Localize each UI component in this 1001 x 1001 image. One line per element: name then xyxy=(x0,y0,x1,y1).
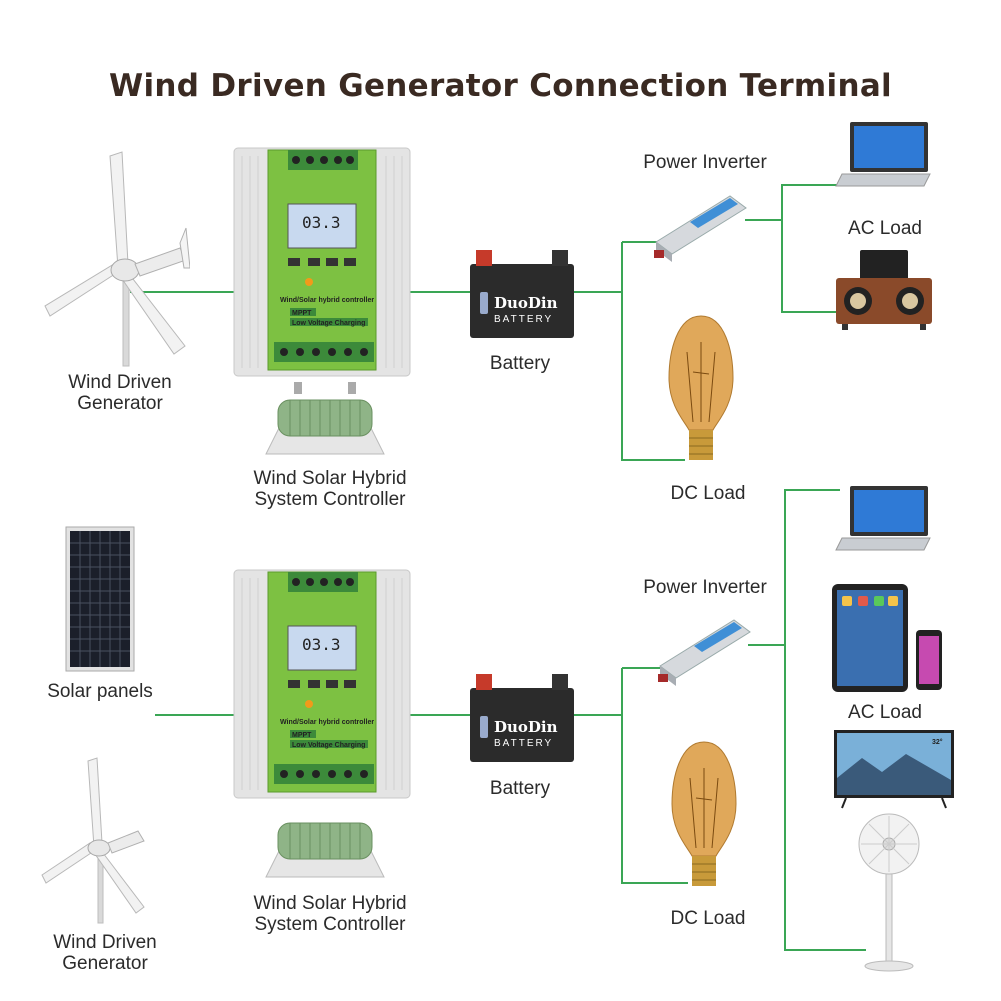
battery-label-top: Battery xyxy=(489,353,551,374)
battery-brand: DuoDin xyxy=(494,718,558,736)
controller-heading: Wind/Solar hybrid controller xyxy=(280,297,374,304)
battery-sub: BATTERY xyxy=(494,314,553,325)
dc-load-label-top: DC Load xyxy=(670,483,746,504)
hybrid-controller-image: 03.3 Wind/Solar hybrid controller MPPT L… xyxy=(233,569,411,799)
controller-tag: Low Voltage Charging xyxy=(292,320,365,327)
label-line: Wind Solar Hybrid xyxy=(253,468,407,489)
lcd-value: 03.3 xyxy=(302,213,341,232)
battery-image: DuoDin BATTERY xyxy=(470,250,574,338)
controller-mode: MPPT xyxy=(292,732,312,739)
power-inverter-image xyxy=(658,619,751,686)
tablet-phone-image xyxy=(832,584,942,692)
tv-temperature: 32° xyxy=(932,738,943,746)
power-inverter-image xyxy=(654,195,747,262)
diagram-title: Wind Driven Generator Connection Termina… xyxy=(109,68,892,104)
label-line: System Controller xyxy=(254,489,406,510)
battery-image: DuoDin BATTERY xyxy=(470,674,574,762)
laptop-image xyxy=(835,486,931,551)
controller-mode: MPPT xyxy=(292,310,312,317)
dump-load-resistor-image xyxy=(265,399,385,455)
inverter-label-bottom: Power Inverter xyxy=(643,577,767,598)
controller-label-top: Wind Solar Hybrid System Controller xyxy=(240,468,420,510)
laptop-image xyxy=(835,122,931,187)
dc-load-label-bottom: DC Load xyxy=(670,908,746,929)
battery-sub: BATTERY xyxy=(494,738,553,749)
hybrid-controller-image: 03.3 Wind/Solar hybrid controller MPPT L… xyxy=(233,147,411,394)
wind-turbine-image xyxy=(44,151,190,367)
label-line: Generator xyxy=(77,393,163,414)
ac-load-label-bottom: AC Load xyxy=(848,702,922,723)
wire-ac-loads-top xyxy=(781,184,840,313)
label-line: Wind Solar Hybrid xyxy=(253,893,407,914)
inverter-label-top: Power Inverter xyxy=(643,152,767,173)
solar-panel-image xyxy=(65,526,135,672)
standing-fan-image xyxy=(858,813,920,972)
wire-ac-loads-bottom xyxy=(784,489,866,951)
ac-load-label-top: AC Load xyxy=(848,218,922,239)
speaker-image xyxy=(836,250,932,330)
wire-bus-bottom xyxy=(621,668,688,884)
solar-panels-label: Solar panels xyxy=(47,681,153,702)
wire-bus-top xyxy=(621,242,685,461)
controller-heading: Wind/Solar hybrid controller xyxy=(280,719,374,726)
dump-load-resistor-image xyxy=(265,822,385,878)
controller-tag: Low Voltage Charging xyxy=(292,742,365,749)
label-line: System Controller xyxy=(254,914,406,935)
wind-generator-label-top: Wind Driven Generator xyxy=(45,372,195,414)
label-line: Wind Driven xyxy=(53,932,157,953)
light-bulb-image xyxy=(668,315,734,460)
wind-generator-label-bottom: Wind Driven Generator xyxy=(30,932,180,974)
label-line: Wind Driven xyxy=(68,372,172,393)
light-bulb-image xyxy=(671,741,737,886)
lcd-value: 03.3 xyxy=(302,635,341,654)
controller-label-bottom: Wind Solar Hybrid System Controller xyxy=(240,893,420,935)
television-image: 32° xyxy=(834,730,954,809)
battery-label-bottom: Battery xyxy=(489,778,551,799)
battery-brand: DuoDin xyxy=(494,294,558,312)
label-line: Generator xyxy=(62,953,148,974)
wind-turbine-image xyxy=(41,757,145,924)
